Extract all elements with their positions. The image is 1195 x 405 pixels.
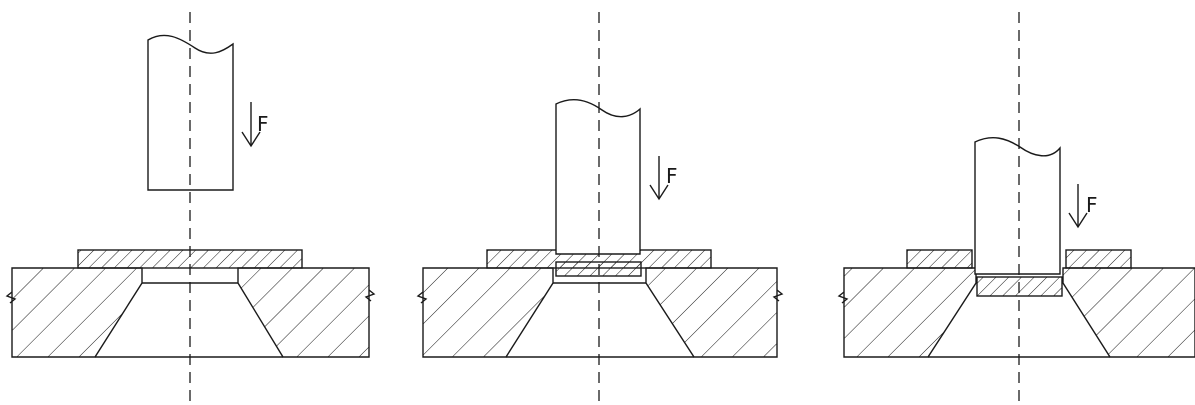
die-right	[645, 267, 778, 358]
force-arrow	[1068, 184, 1088, 229]
force-arrow	[649, 156, 669, 201]
break-mark-right	[364, 289, 376, 302]
break-mark-left	[5, 291, 17, 304]
force-arrow	[241, 102, 261, 148]
die-left	[843, 267, 977, 358]
force-label: F	[666, 164, 678, 188]
punch	[555, 99, 641, 255]
die-right	[237, 267, 370, 358]
stage-1: F	[5, 12, 376, 405]
force-label: F	[1086, 193, 1098, 217]
sheet-right	[1065, 249, 1132, 269]
break-mark-right	[772, 289, 784, 302]
force-label: F	[257, 112, 269, 136]
sheet-left	[906, 249, 973, 269]
punch	[974, 136, 1061, 275]
break-mark-left	[837, 291, 849, 304]
stage-3: F	[837, 12, 1195, 405]
die-left	[422, 267, 554, 358]
die-left	[11, 267, 143, 358]
stage-2: F	[416, 12, 784, 405]
die-right	[1062, 267, 1195, 358]
break-mark-left	[416, 291, 428, 304]
